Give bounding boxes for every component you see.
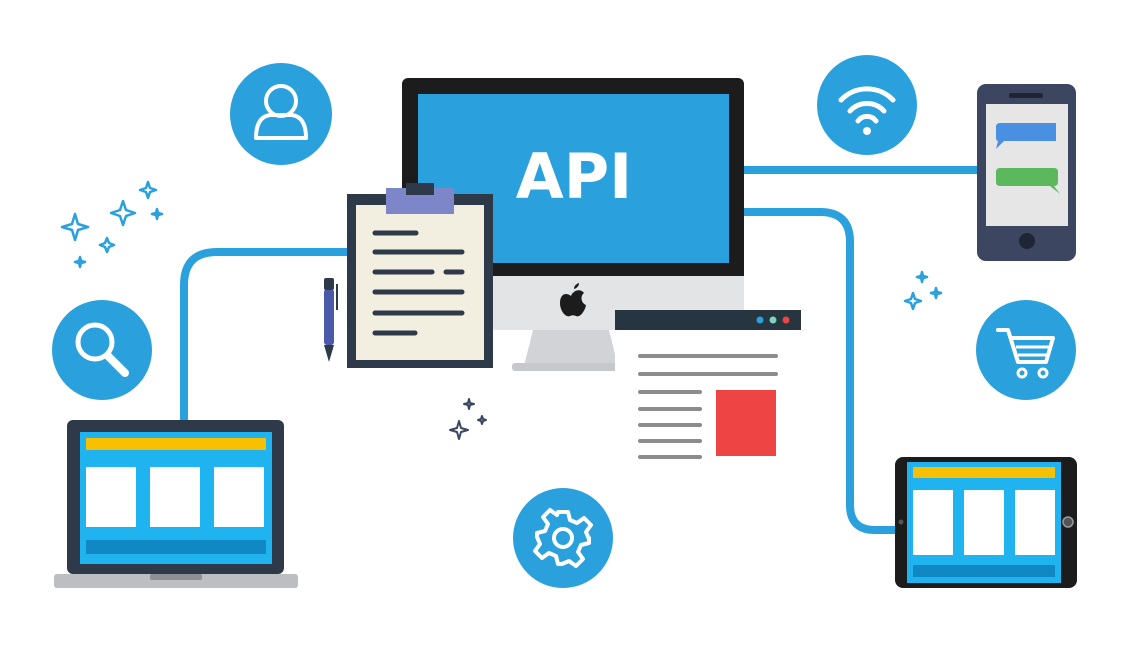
browser-window xyxy=(615,310,801,474)
sparkle-icon xyxy=(109,199,137,227)
sparkle-icon xyxy=(60,212,90,242)
laptop-panel-1 xyxy=(86,467,136,527)
pen-icon xyxy=(324,278,338,362)
tablet xyxy=(895,457,1077,588)
phone-home-button xyxy=(1019,233,1035,249)
tablet-home-button xyxy=(1062,516,1074,528)
monitor: API xyxy=(402,78,744,371)
sparkle-icon xyxy=(73,255,87,269)
apple-logo-icon xyxy=(560,283,586,317)
sparkle-icon xyxy=(150,207,164,221)
connector-laptop-clipboard xyxy=(180,248,354,424)
sparkle-icon xyxy=(98,236,116,254)
connector-monitor-tablet xyxy=(738,208,899,534)
tablet-footer-bar xyxy=(913,565,1055,577)
clipboard xyxy=(347,183,493,368)
clipboard-lines xyxy=(372,230,465,336)
tablet-panel-1 xyxy=(913,490,953,555)
connector-lines xyxy=(180,166,989,534)
laptop-base xyxy=(54,574,298,588)
tablet-yellow-bar xyxy=(913,467,1055,478)
sparkle-icon xyxy=(449,420,469,440)
chat-bubble-blue xyxy=(996,123,1056,149)
phone-screen xyxy=(986,104,1068,226)
gear-icon xyxy=(513,488,613,588)
browser-dot-blue xyxy=(756,316,764,324)
cart-icon xyxy=(976,300,1076,400)
monitor-stand xyxy=(524,330,618,366)
laptop xyxy=(54,420,298,588)
sparkle-icon xyxy=(915,270,929,284)
monitor-base xyxy=(512,363,630,371)
sparkle-icon xyxy=(903,291,923,311)
chat-bubble-green xyxy=(996,168,1060,194)
search-icon xyxy=(52,300,152,400)
wifi-icon xyxy=(817,55,917,155)
user-icon xyxy=(230,63,332,165)
laptop-yellow-bar xyxy=(86,438,266,450)
laptop-panel-3 xyxy=(214,467,264,527)
sparkle-icon xyxy=(138,180,158,200)
clipboard-paper xyxy=(356,205,484,360)
sparkle-icon xyxy=(929,286,943,300)
monitor-label: API xyxy=(516,140,633,213)
smartphone xyxy=(977,84,1076,261)
browser-dot-red xyxy=(782,316,790,324)
browser-titlebar xyxy=(615,310,801,330)
browser-dot-teal xyxy=(769,316,777,324)
laptop-panel-2 xyxy=(150,467,200,527)
tablet-panel-2 xyxy=(964,490,1004,555)
tablet-panel-3 xyxy=(1015,490,1055,555)
sparkle-icon xyxy=(477,415,487,425)
laptop-footer-bar xyxy=(86,540,266,554)
sparkle-icon xyxy=(463,398,475,410)
browser-red-block xyxy=(716,390,776,456)
browser-text-lines xyxy=(638,354,778,459)
